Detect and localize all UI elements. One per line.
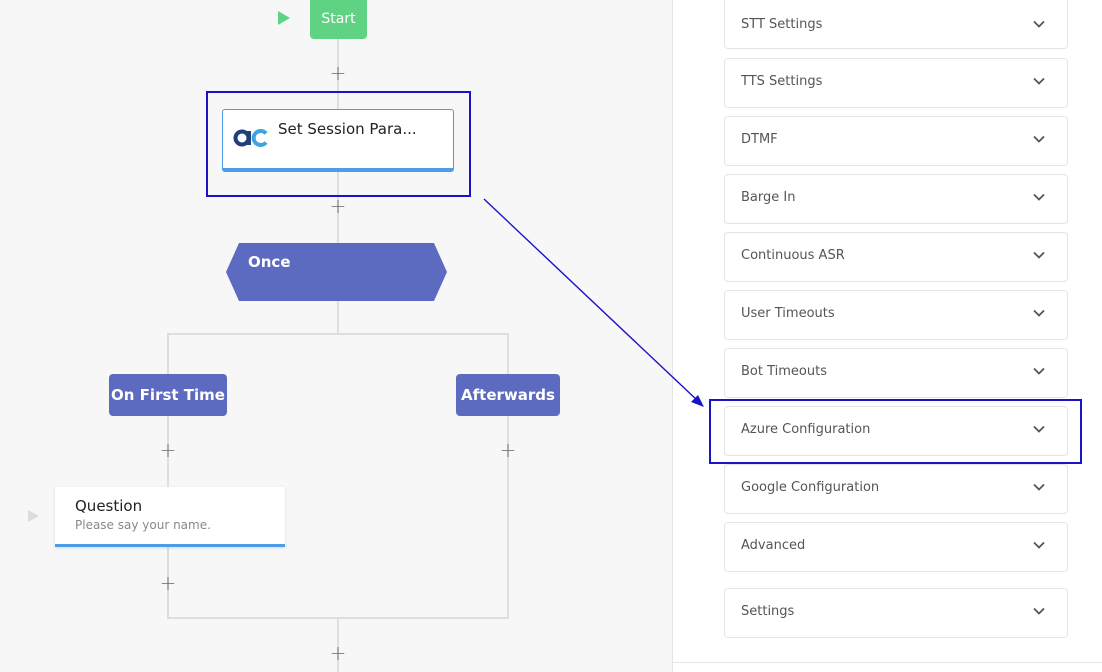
add-node-plus-icon[interactable]: +: [329, 641, 347, 665]
once-label: Once: [248, 253, 291, 271]
section-label: TTS Settings: [741, 74, 823, 89]
chevron-down-icon: [1033, 77, 1045, 85]
start-label: Start: [321, 11, 356, 27]
question-node[interactable]: Question Please say your name.: [55, 487, 285, 547]
section-label: Advanced: [741, 538, 806, 553]
branch-on-first-time[interactable]: On First Time: [109, 374, 227, 416]
add-node-plus-icon[interactable]: +: [159, 571, 177, 595]
section-settings[interactable]: Settings: [724, 588, 1068, 638]
section-user-timeouts[interactable]: User Timeouts: [724, 290, 1068, 340]
chevron-down-icon: [1033, 425, 1045, 433]
section-bot-timeouts[interactable]: Bot Timeouts: [724, 348, 1068, 398]
chevron-down-icon: [1033, 251, 1045, 259]
section-label: Continuous ASR: [741, 248, 845, 263]
section-advanced[interactable]: Advanced: [724, 522, 1068, 572]
section-barge-in[interactable]: Barge In: [724, 174, 1068, 224]
chevron-down-icon: [1033, 309, 1045, 317]
section-label: STT Settings: [741, 17, 823, 32]
connector-line: [337, 301, 339, 334]
play-icon[interactable]: [278, 11, 290, 25]
connector-line: [337, 617, 339, 672]
section-label: Bot Timeouts: [741, 364, 827, 379]
connector-line: [337, 39, 339, 109]
play-icon[interactable]: [28, 510, 39, 522]
branch-afterwards-label: Afterwards: [461, 386, 555, 404]
section-label: Azure Configuration: [741, 422, 871, 437]
chevron-down-icon: [1033, 193, 1045, 201]
branch-first-label: On First Time: [111, 386, 225, 404]
connector-line: [507, 416, 509, 618]
section-dtmf[interactable]: DTMF: [724, 116, 1068, 166]
add-node-plus-icon[interactable]: +: [329, 61, 347, 85]
chevron-down-icon: [1033, 20, 1045, 28]
section-label: DTMF: [741, 132, 778, 147]
section-label: Barge In: [741, 190, 796, 205]
section-continuous-asr[interactable]: Continuous ASR: [724, 232, 1068, 282]
question-title: Question: [75, 497, 143, 515]
section-label: User Timeouts: [741, 306, 835, 321]
chevron-down-icon: [1033, 607, 1045, 615]
question-subtitle: Please say your name.: [75, 518, 211, 532]
set-session-parameters-node[interactable]: Set Session Para...: [222, 109, 454, 172]
section-google-configuration[interactable]: Google Configuration: [724, 464, 1068, 514]
connector-line: [167, 416, 169, 487]
audiocodes-logo-icon: [233, 129, 268, 147]
chevron-down-icon: [1033, 483, 1045, 491]
section-stt-settings[interactable]: STT Settings: [724, 0, 1068, 49]
section-label: Google Configuration: [741, 480, 880, 495]
add-node-plus-icon[interactable]: +: [499, 438, 517, 462]
session-node-title: Set Session Para...: [278, 120, 417, 138]
add-node-plus-icon[interactable]: +: [159, 438, 177, 462]
chevron-down-icon: [1033, 135, 1045, 143]
once-node[interactable]: Once: [226, 243, 447, 301]
flow-canvas[interactable]: Start + + + + + + Set Session Para... On…: [0, 0, 672, 672]
section-tts-settings[interactable]: TTS Settings: [724, 58, 1068, 108]
connector-line: [507, 333, 509, 374]
start-node[interactable]: Start: [310, 0, 367, 39]
section-label: Settings: [741, 604, 795, 619]
panel-divider: [673, 662, 1102, 663]
branch-afterwards[interactable]: Afterwards: [456, 374, 560, 416]
settings-panel: STT Settings TTS Settings DTMF Barge In …: [672, 0, 1102, 672]
chevron-down-icon: [1033, 367, 1045, 375]
section-azure-configuration[interactable]: Azure Configuration: [724, 406, 1068, 456]
chevron-down-icon: [1033, 541, 1045, 549]
connector-line: [167, 333, 509, 335]
connector-line: [167, 547, 169, 618]
connector-line: [337, 172, 339, 243]
connector-line: [167, 333, 169, 374]
add-node-plus-icon[interactable]: +: [329, 194, 347, 218]
